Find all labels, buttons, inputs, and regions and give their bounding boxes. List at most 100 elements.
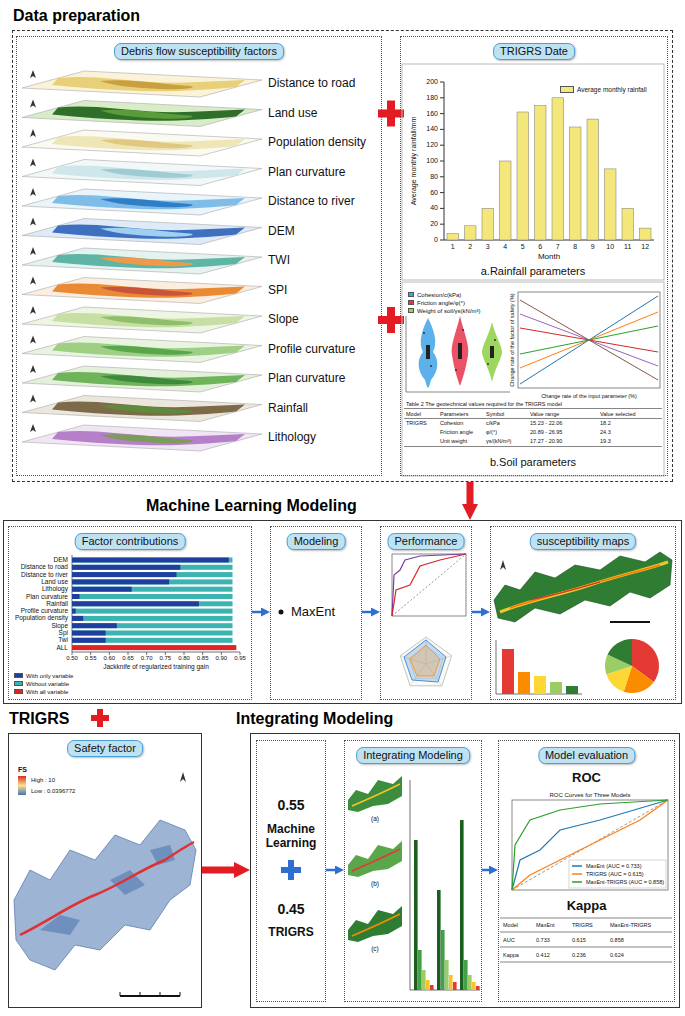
- chart-label: Lithology: [42, 585, 68, 592]
- soil-parameter-plots-part-part: [423, 332, 425, 334]
- rainfall-bar-chart-part-part: [482, 208, 494, 240]
- rainfall-bar-chart-part: [440, 82, 444, 240]
- jackknife-bar-chart-part-part: [72, 558, 229, 563]
- chart-label: Value selected: [600, 411, 636, 417]
- chart-label: Population density: [268, 136, 366, 150]
- factor-layers-part: [22, 365, 262, 392]
- factor-panel: Debris flow susceptibility factors: [16, 36, 382, 476]
- factor-layers-part-part: [100, 80, 193, 89]
- factor-layers-part-part: [52, 195, 245, 209]
- title-pill: Factor contributions: [75, 533, 186, 550]
- legend-swatch: [408, 292, 414, 297]
- factor-layers: [22, 70, 262, 451]
- factor-layers-part-part: [52, 402, 245, 416]
- evaluation-roc-chart-part: [512, 800, 668, 890]
- jackknife-bar-chart-part-part: [72, 638, 233, 643]
- integrated-maps-part-part: [441, 930, 445, 990]
- legend-text: Friction angle/φ(°): [417, 299, 465, 306]
- soil-parameter-plots-part: [419, 318, 438, 388]
- chart-label: Change rate of the factor of safety (%): [509, 293, 515, 386]
- factor-layers-part-part: [52, 284, 245, 298]
- factor-layers-part-part: [30, 159, 36, 167]
- node-text: Kappa: [501, 899, 672, 914]
- factor-layers-part-part: [100, 434, 193, 443]
- safety-factor-map-part: [120, 992, 180, 996]
- evaluation-roc-chart-part: [512, 800, 668, 890]
- soil-parameter-plots-part: [520, 296, 658, 384]
- chart-label: 0.236: [572, 952, 586, 958]
- jackknife-bar-chart-part-part: [72, 565, 180, 570]
- chart-label: Distance to river: [21, 571, 68, 578]
- integrated-maps-part-part: [445, 960, 449, 990]
- chart-label: TWI: [268, 254, 290, 268]
- evaluation-roc-chart-part: [572, 865, 582, 867]
- rainfall-bar-chart-part-part: [447, 234, 459, 240]
- chart-label: FS: [18, 766, 27, 774]
- safety-factor-map-part: [120, 995, 180, 997]
- rainfall-bar-chart-part: [444, 82, 654, 240]
- jackknife-bar-chart-part: [72, 645, 236, 650]
- integrated-maps-part-part: [352, 914, 400, 936]
- jackknife-bar-chart-part-part: [72, 638, 106, 643]
- chart-label: Friction angle: [440, 429, 473, 435]
- chart-label: Population density: [15, 615, 68, 622]
- legend-swatch: [14, 681, 23, 686]
- factor-layers-part: [22, 395, 262, 422]
- factor-layers-part: [22, 247, 262, 274]
- chart-label: 160: [426, 110, 438, 118]
- rainfall-bar-chart-part-part: [465, 226, 477, 240]
- factor-layers-part-part: [22, 278, 262, 304]
- node-text: MaxEnt: [291, 605, 335, 620]
- chart-label: Distance to road: [268, 77, 355, 91]
- chart-label: 100: [426, 157, 438, 165]
- factor-layers-part-part: [30, 424, 36, 432]
- chart-label: DEM: [54, 556, 68, 563]
- jackknife-bar-chart-part-part: [72, 558, 233, 563]
- factor-layers-part-part: [30, 306, 36, 314]
- chart-label: Cohesion: [440, 420, 463, 426]
- chart-label: 2: [468, 243, 472, 251]
- susceptibility-map-part: [502, 649, 514, 694]
- flow-arrow: [362, 611, 371, 614]
- chart-label: Symbol: [486, 411, 504, 417]
- rainfall-bar-chart-part-part: [500, 161, 512, 240]
- jackknife-bar-chart-part-part: [72, 609, 233, 614]
- chart-label: 0.95: [234, 655, 246, 662]
- legend-text: Weight of soil/γs(kN/m³): [417, 307, 481, 314]
- step-panel: Performance: [380, 526, 472, 700]
- chart-label: Rainfall: [46, 600, 68, 607]
- factor-layers-part-part: [30, 100, 36, 108]
- chart-label: 0.75: [159, 655, 171, 662]
- factor-layers-part-part: [22, 366, 262, 392]
- chart-label: Unit weight: [440, 438, 467, 444]
- chart-label: Plan curvature: [268, 372, 345, 386]
- susceptibility-map-part: [530, 582, 600, 600]
- factor-layers-part-part: [100, 405, 193, 414]
- chart-label: 80: [430, 173, 438, 181]
- jackknife-bar-chart-part-part: [72, 609, 76, 614]
- chart-label: Parameters: [440, 411, 468, 417]
- safety-factor-map: [14, 772, 196, 996]
- susceptibility-map-part: [500, 562, 668, 612]
- chart-label: Jackknife of regularized training gain: [103, 663, 209, 670]
- jackknife-bar-chart-part-part: [72, 594, 80, 599]
- roc-radar-charts-part: [392, 554, 466, 616]
- legend-text: With only variable: [26, 672, 73, 679]
- chart-label: 0.733: [536, 937, 550, 943]
- jackknife-bar-chart-part-part: [72, 587, 132, 592]
- jackknife-bar-chart-part-part: [72, 623, 233, 628]
- susceptibility-map-part: [518, 672, 530, 694]
- chart-label: 0.55: [85, 655, 97, 662]
- chart-label: γs/(kN/m³): [486, 438, 511, 444]
- title-pill: Model evaluation: [538, 747, 635, 764]
- factor-layers-part-part: [22, 219, 262, 245]
- factor-layers-part-part: [30, 336, 36, 344]
- chart-label: Table 2 The geotechnical values required…: [406, 401, 562, 407]
- jackknife-bar-chart-part-part: [72, 631, 233, 636]
- factor-layers-part-part: [22, 248, 262, 274]
- factor-layers-part-part: [100, 110, 193, 119]
- evaluation-roc-chart-part: [572, 881, 582, 883]
- title-pill: Debris flow susceptibility factors: [114, 43, 284, 60]
